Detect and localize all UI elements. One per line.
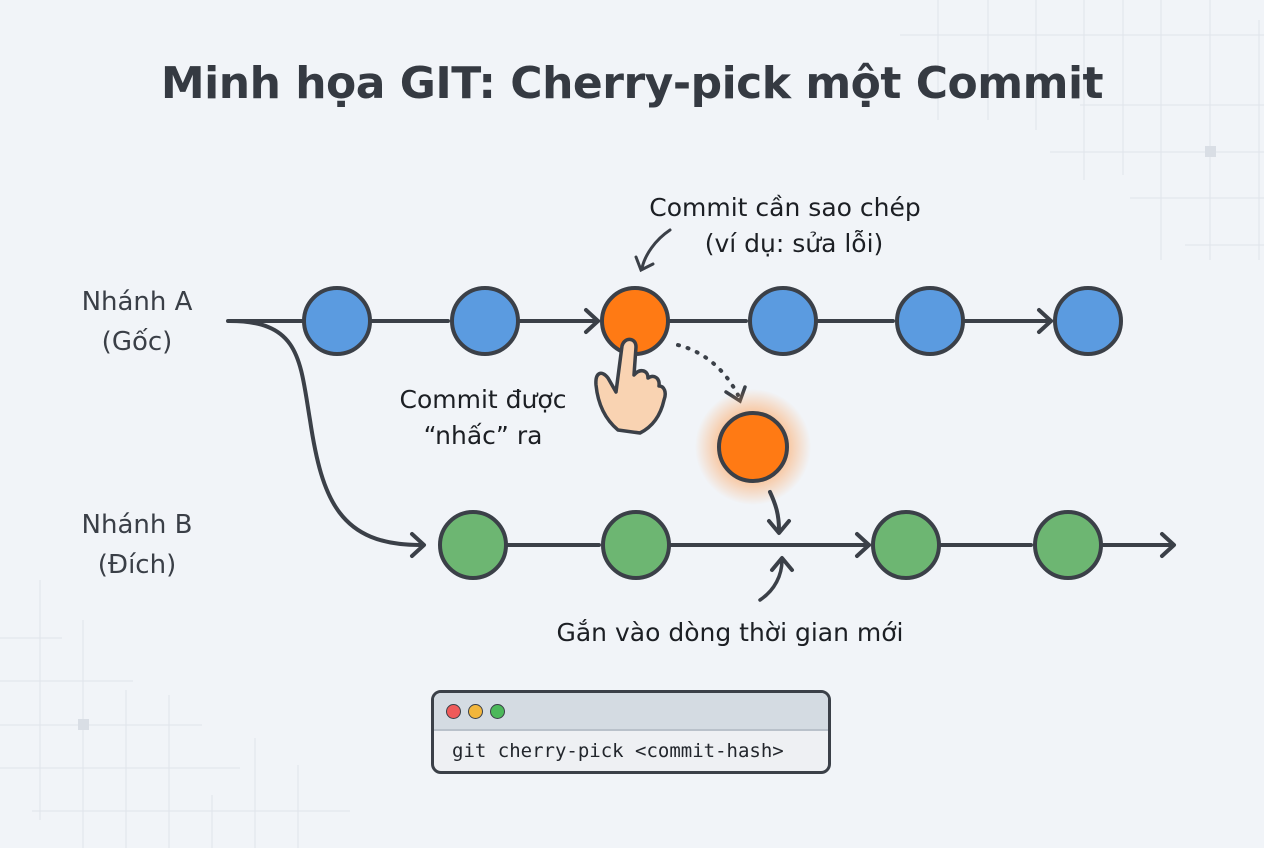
background-grid-bottom-left [0, 580, 350, 848]
branch-a-name: Nhánh A [81, 287, 193, 317]
source-commit-line2: (ví dụ: sửa lỗi) [704, 229, 884, 258]
branch-a-commit [450, 286, 520, 356]
branch-a-commit [302, 286, 372, 356]
dotted-move-path [676, 343, 740, 397]
picked-commit-node [717, 411, 789, 483]
background-grid-top-right [900, 0, 1264, 260]
minimize-dot-icon[interactable] [468, 704, 483, 719]
source-pointer-arrowhead [634, 255, 655, 273]
branch-b-label: Nhánh B (Đích) [62, 505, 212, 585]
attach-arrowhead [767, 519, 791, 535]
branch-b-name: Nhánh B [81, 510, 193, 540]
page-title: Minh họa GIT: Cherry-pick một Commit [160, 58, 1104, 109]
fork-arrowhead [410, 532, 426, 558]
terminal-titlebar [434, 693, 828, 731]
branch-a-commit [1053, 286, 1123, 356]
picked-line2: “nhấc” ra [423, 421, 543, 450]
pointing-hand-icon [594, 337, 667, 435]
branch-b-commit [601, 510, 671, 580]
commit-graph [226, 228, 1176, 602]
terminal-command: git cherry-pick <commit-hash> [452, 740, 784, 762]
branch-b-end-arrowhead [1160, 532, 1176, 558]
branch-b-commit [871, 510, 941, 580]
attach-annotation: Gắn vào dòng thời gian mới [556, 618, 904, 647]
caption-arrowhead [770, 556, 794, 572]
branch-b-commit [1033, 510, 1103, 580]
branch-a-sub: (Gốc) [101, 327, 173, 357]
branch-a-commit [748, 286, 818, 356]
branch-b-arrowhead [855, 532, 871, 558]
maximize-dot-icon[interactable] [490, 704, 505, 719]
source-pointer-arrow [640, 228, 672, 270]
picked-line1: Commit được [399, 385, 567, 414]
close-dot-icon[interactable] [446, 704, 461, 719]
branch-b-commit [438, 510, 508, 580]
branch-a-commit [895, 286, 965, 356]
grid-node-bottom-left [78, 719, 89, 730]
branch-a-arrowhead [584, 308, 600, 334]
source-commit-line1: Commit cần sao chép [649, 193, 921, 222]
fork-curve [228, 319, 422, 547]
terminal-window: git cherry-pick <commit-hash> [431, 690, 831, 774]
source-commit-annotation: Commit cần sao chép (ví dụ: sửa lỗi) [600, 190, 970, 262]
picked-annotation: Commit được “nhấc” ra [378, 382, 588, 454]
attach-arrow [768, 490, 781, 532]
branch-a-label: Nhánh A (Gốc) [62, 282, 212, 362]
grid-node-top-right [1205, 146, 1216, 157]
caption-arrow [758, 558, 784, 602]
branch-a-arrowhead [1037, 308, 1053, 334]
branch-b-sub: (Đích) [97, 550, 177, 580]
